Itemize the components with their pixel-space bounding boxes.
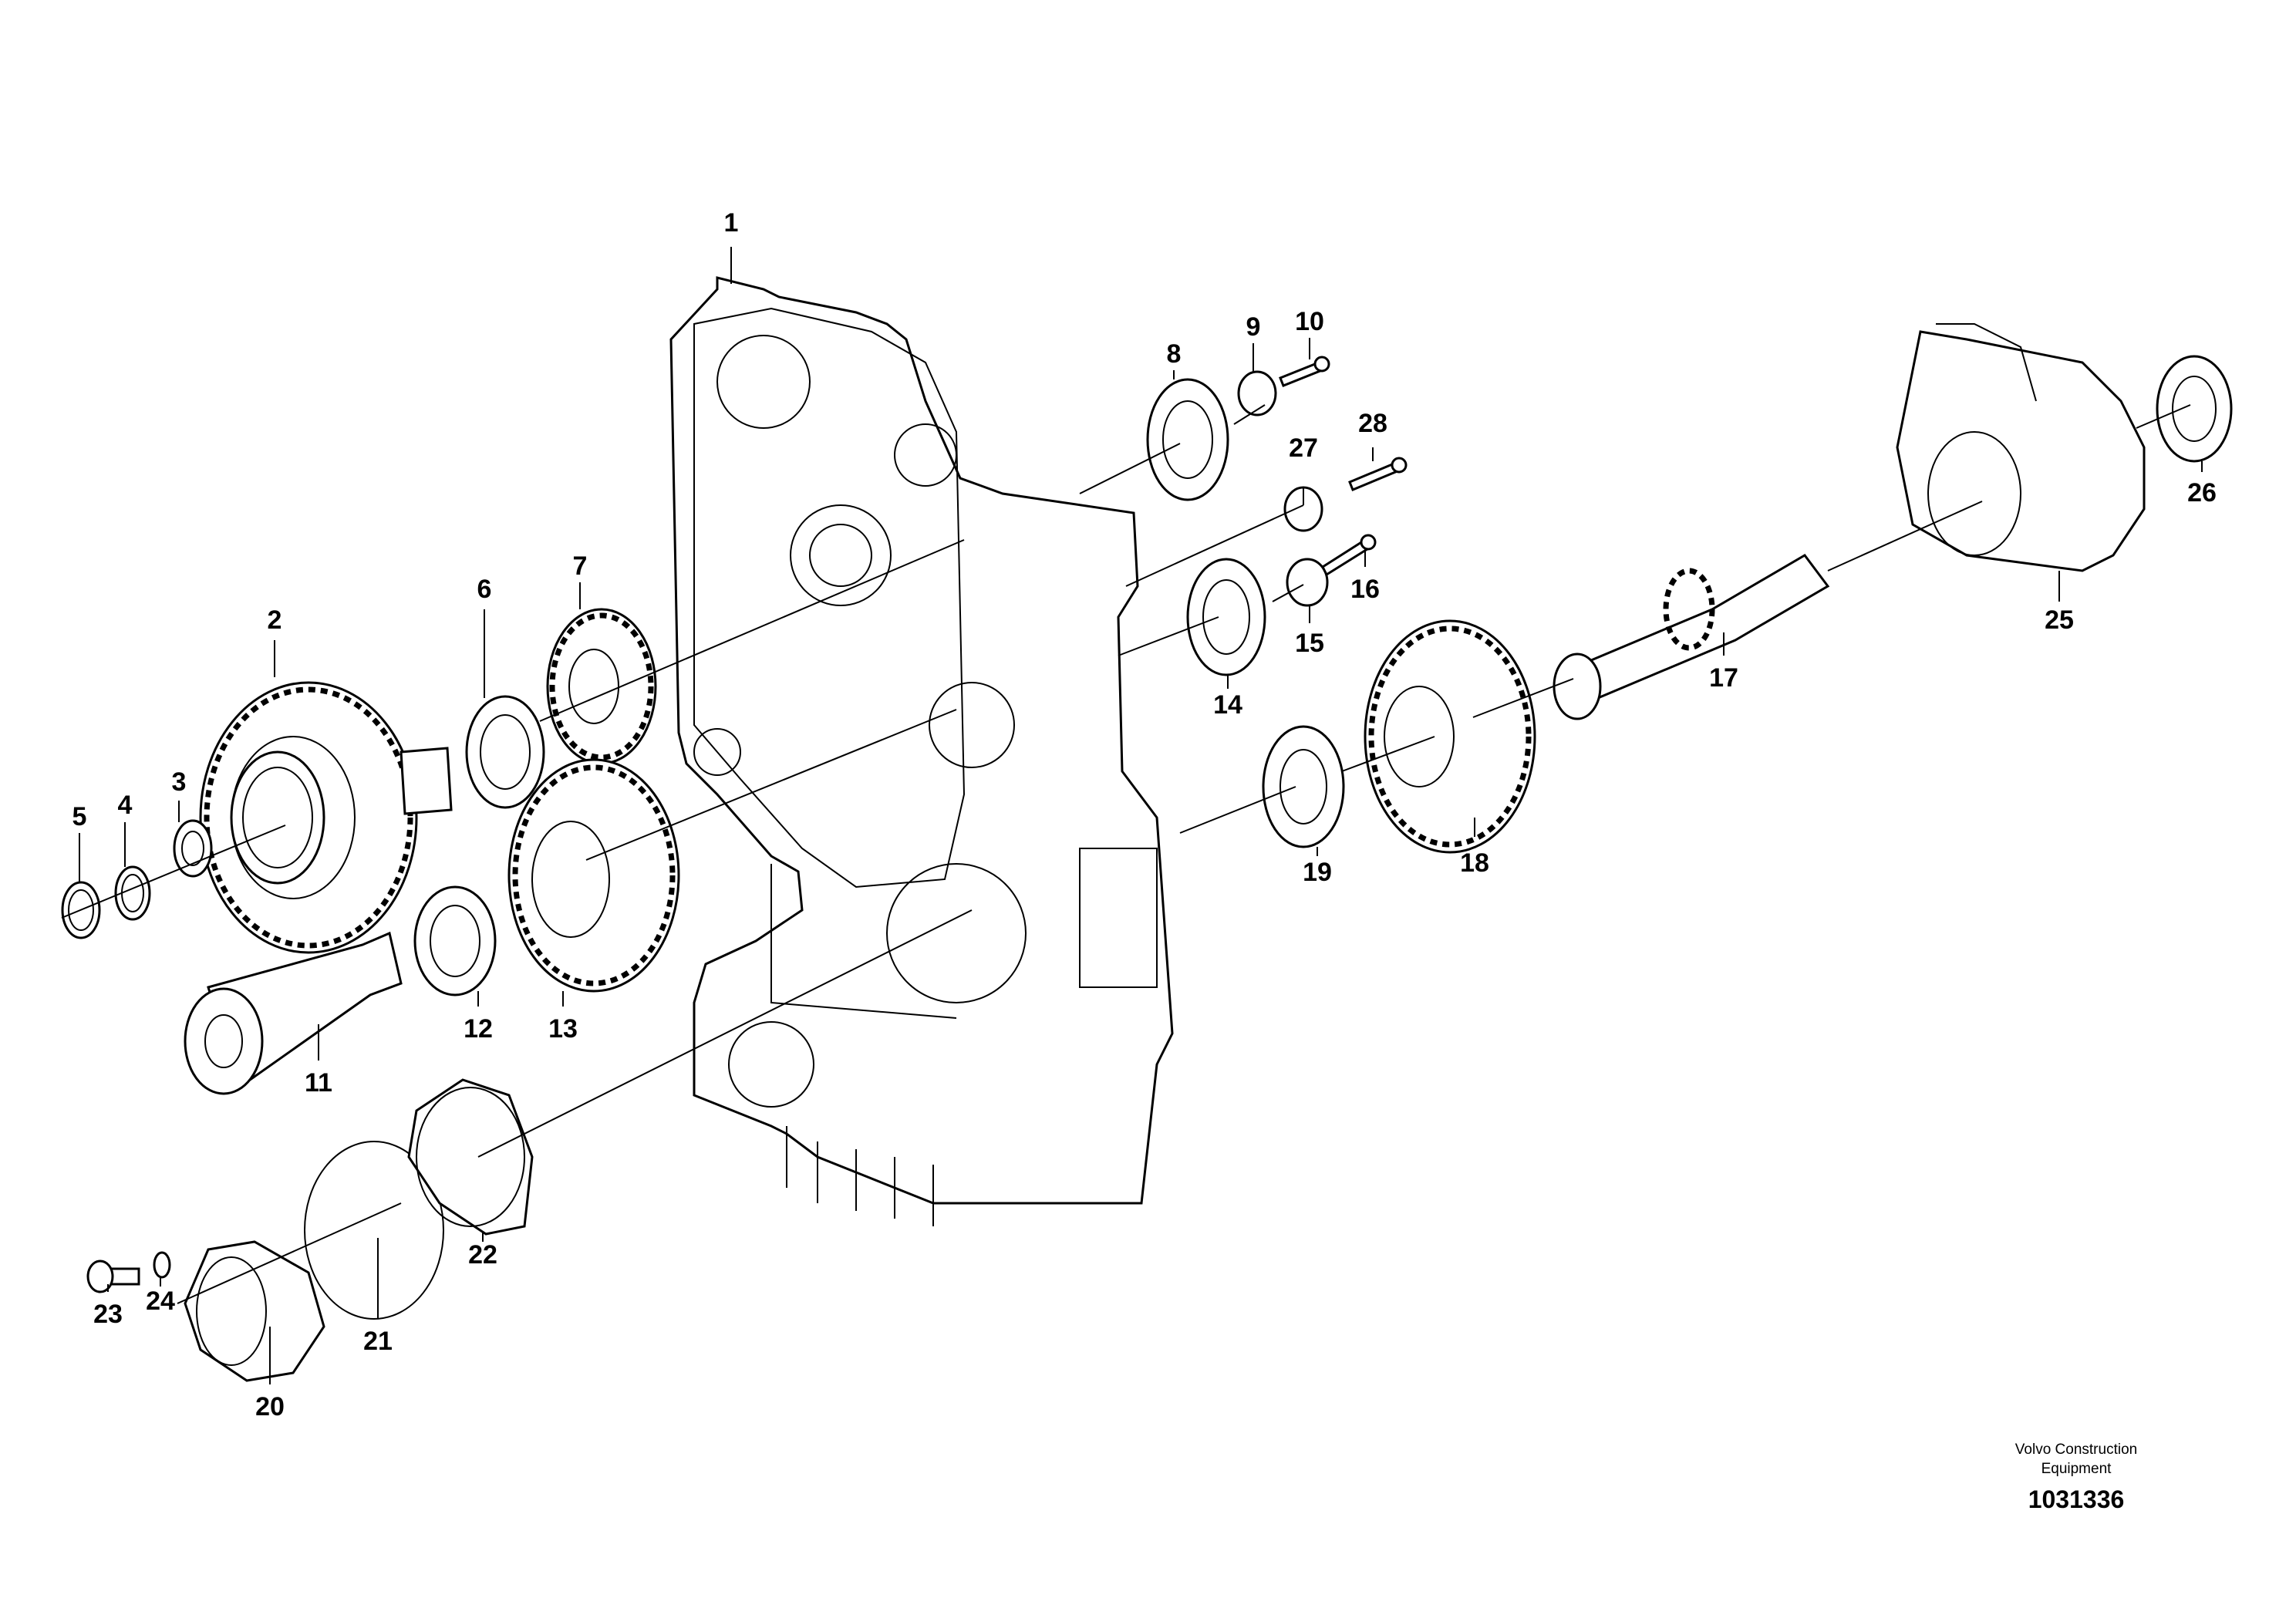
callout-27: 27 <box>1289 433 1318 463</box>
callout-3: 3 <box>172 767 187 797</box>
callout-8: 8 <box>1167 339 1182 369</box>
housing <box>669 276 1174 1226</box>
part-shaft-17 <box>1553 554 1830 720</box>
part-bearing-12 <box>413 885 497 996</box>
callout-9: 9 <box>1246 312 1261 342</box>
callout-21: 21 <box>363 1327 393 1356</box>
part-bolt-16 <box>1321 534 1377 577</box>
part-gear-7 <box>546 608 657 765</box>
part-cover-25 <box>1896 323 2146 572</box>
callout-14: 14 <box>1213 690 1242 720</box>
callout-7: 7 <box>573 551 588 581</box>
callout-17: 17 <box>1709 663 1738 693</box>
part-bearing-6 <box>465 695 545 809</box>
callout-labels: 1 2 3 4 5 6 7 8 9 10 11 12 13 14 15 16 1… <box>72 208 2217 1421</box>
axis-lines <box>61 404 2191 1304</box>
callout-15: 15 <box>1295 629 1324 658</box>
part-bolt-23 <box>86 1259 140 1293</box>
part-bearing-26 <box>2156 355 2233 463</box>
callout-2: 2 <box>268 605 282 635</box>
manufacturer-line-1: Volvo Construction <box>2015 1442 2137 1458</box>
part-bearing-8 <box>1146 378 1229 501</box>
callout-13: 13 <box>548 1014 578 1044</box>
part-flange-20 <box>184 1240 325 1382</box>
document-number: 1031336 <box>2028 1485 2125 1513</box>
part-gear-2 <box>199 681 453 954</box>
callout-24: 24 <box>146 1286 175 1316</box>
part-washer-24 <box>153 1251 171 1279</box>
part-plate-9 <box>1237 370 1277 416</box>
part-plate-15 <box>1286 558 1329 607</box>
footer: Volvo Construction Equipment 1031336 <box>2015 1442 2137 1513</box>
part-bolt-28 <box>1348 457 1408 491</box>
callout-25: 25 <box>2045 605 2074 635</box>
part-bearing-14 <box>1186 558 1266 676</box>
callout-28: 28 <box>1358 409 1387 438</box>
manufacturer-line-2: Equipment <box>2041 1461 2112 1477</box>
callout-16: 16 <box>1350 575 1380 604</box>
callout-5: 5 <box>72 802 87 831</box>
part-bolt-10 <box>1279 356 1330 387</box>
callout-22: 22 <box>468 1240 497 1270</box>
part-gasket-22 <box>407 1078 534 1236</box>
part-shaft-11 <box>184 931 403 1095</box>
callout-20: 20 <box>255 1392 285 1421</box>
callout-18: 18 <box>1460 848 1489 878</box>
callout-1: 1 <box>724 208 739 238</box>
part-gear-18 <box>1364 619 1536 854</box>
part-hub-3 <box>173 819 213 878</box>
callout-26: 26 <box>2187 478 2217 508</box>
callout-19: 19 <box>1303 858 1332 887</box>
part-gear-13 <box>507 758 680 993</box>
part-oring-21 <box>304 1141 444 1320</box>
callout-6: 6 <box>477 575 492 604</box>
callout-10: 10 <box>1295 307 1324 336</box>
callout-4: 4 <box>118 791 133 820</box>
leader-lines <box>79 247 2203 1384</box>
callout-11: 11 <box>305 1068 332 1098</box>
callout-12: 12 <box>464 1014 493 1044</box>
callout-23: 23 <box>93 1300 123 1329</box>
part-bearing-19 <box>1262 725 1345 848</box>
